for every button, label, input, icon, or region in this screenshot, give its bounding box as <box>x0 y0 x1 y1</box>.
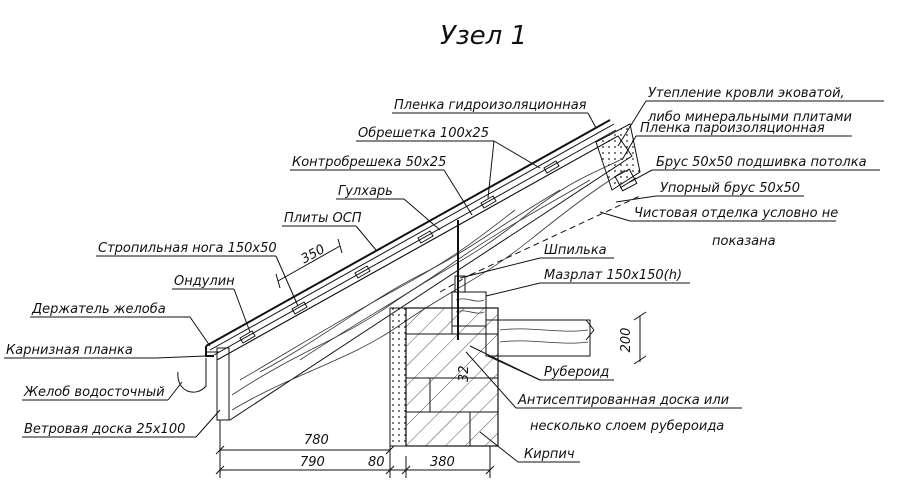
label-counter-batten: Контробрешека 50х25 <box>292 155 446 170</box>
label-antiseptic-2: несколько слоем рубероида <box>530 419 724 434</box>
label-vapor-film: Пленка пароизоляционная <box>640 121 825 136</box>
dim-200: 200 <box>619 328 634 353</box>
insulation-block <box>595 123 641 191</box>
label-nut: Гулхарь <box>338 184 393 199</box>
label-mauerlat: Мазрлат 150х150(h) <box>544 268 682 283</box>
eave-strip <box>205 346 214 357</box>
label-stop-beam: Упорный брус 50х50 <box>660 181 800 196</box>
label-brick: Кирпич <box>524 447 575 462</box>
dimension-lines <box>215 238 647 478</box>
label-finish-2: показана <box>712 234 776 249</box>
wall-insulation <box>389 307 407 447</box>
mauerlat <box>451 291 487 327</box>
battens <box>239 160 560 344</box>
label-ceiling-beam: Брус 50х50 подшивка потолка <box>656 155 867 170</box>
label-gutter-holder: Держатель желоба <box>31 302 166 317</box>
label-batten: Обрешетка 100х25 <box>358 126 489 141</box>
osb-line <box>209 123 615 351</box>
gutter-shape <box>177 358 207 393</box>
label-ondulin: Ондулин <box>174 274 235 289</box>
drawing-title: Узел 1 <box>440 21 527 51</box>
dim-790: 790 <box>300 455 325 470</box>
label-gutter: Желоб водосточный <box>23 385 165 400</box>
label-waterproof-film: Пленка гидроизоляционная <box>394 98 587 113</box>
label-finish-1: Чистовая отделка условно не <box>634 206 838 221</box>
label-stud: Шпилька <box>544 243 607 258</box>
label-antiseptic-1: Антисептированная доска или <box>517 393 729 408</box>
wall <box>389 220 595 447</box>
label-roofing-felt: Рубероид <box>544 365 609 380</box>
label-insulation-1: Утепление кровли эковатой, <box>648 86 845 101</box>
label-eave-strip: Карнизная планка <box>6 343 133 358</box>
dim-32: 32 <box>457 365 472 382</box>
finish-line <box>469 195 641 276</box>
label-insulation-2: либо минеральными плитами <box>647 110 852 125</box>
label-osb: Плиты ОСП <box>284 211 362 226</box>
ondulin-sheet <box>205 119 611 347</box>
ceiling-beam <box>485 319 591 357</box>
dim-350: 350 <box>299 242 328 267</box>
dim-80: 80 <box>368 455 385 470</box>
leader-lines <box>4 100 884 463</box>
dim-380: 380 <box>430 455 455 470</box>
ceiling-beam-block <box>614 168 638 192</box>
roof-structure <box>177 119 641 421</box>
dim-780: 780 <box>304 433 329 448</box>
wind-board-rect <box>216 347 230 421</box>
label-rafter: Стропильная нога 150х50 <box>98 241 277 256</box>
rafter-wood-grain <box>231 159 626 411</box>
label-wind-board: Ветровая доска 25х100 <box>24 422 185 437</box>
